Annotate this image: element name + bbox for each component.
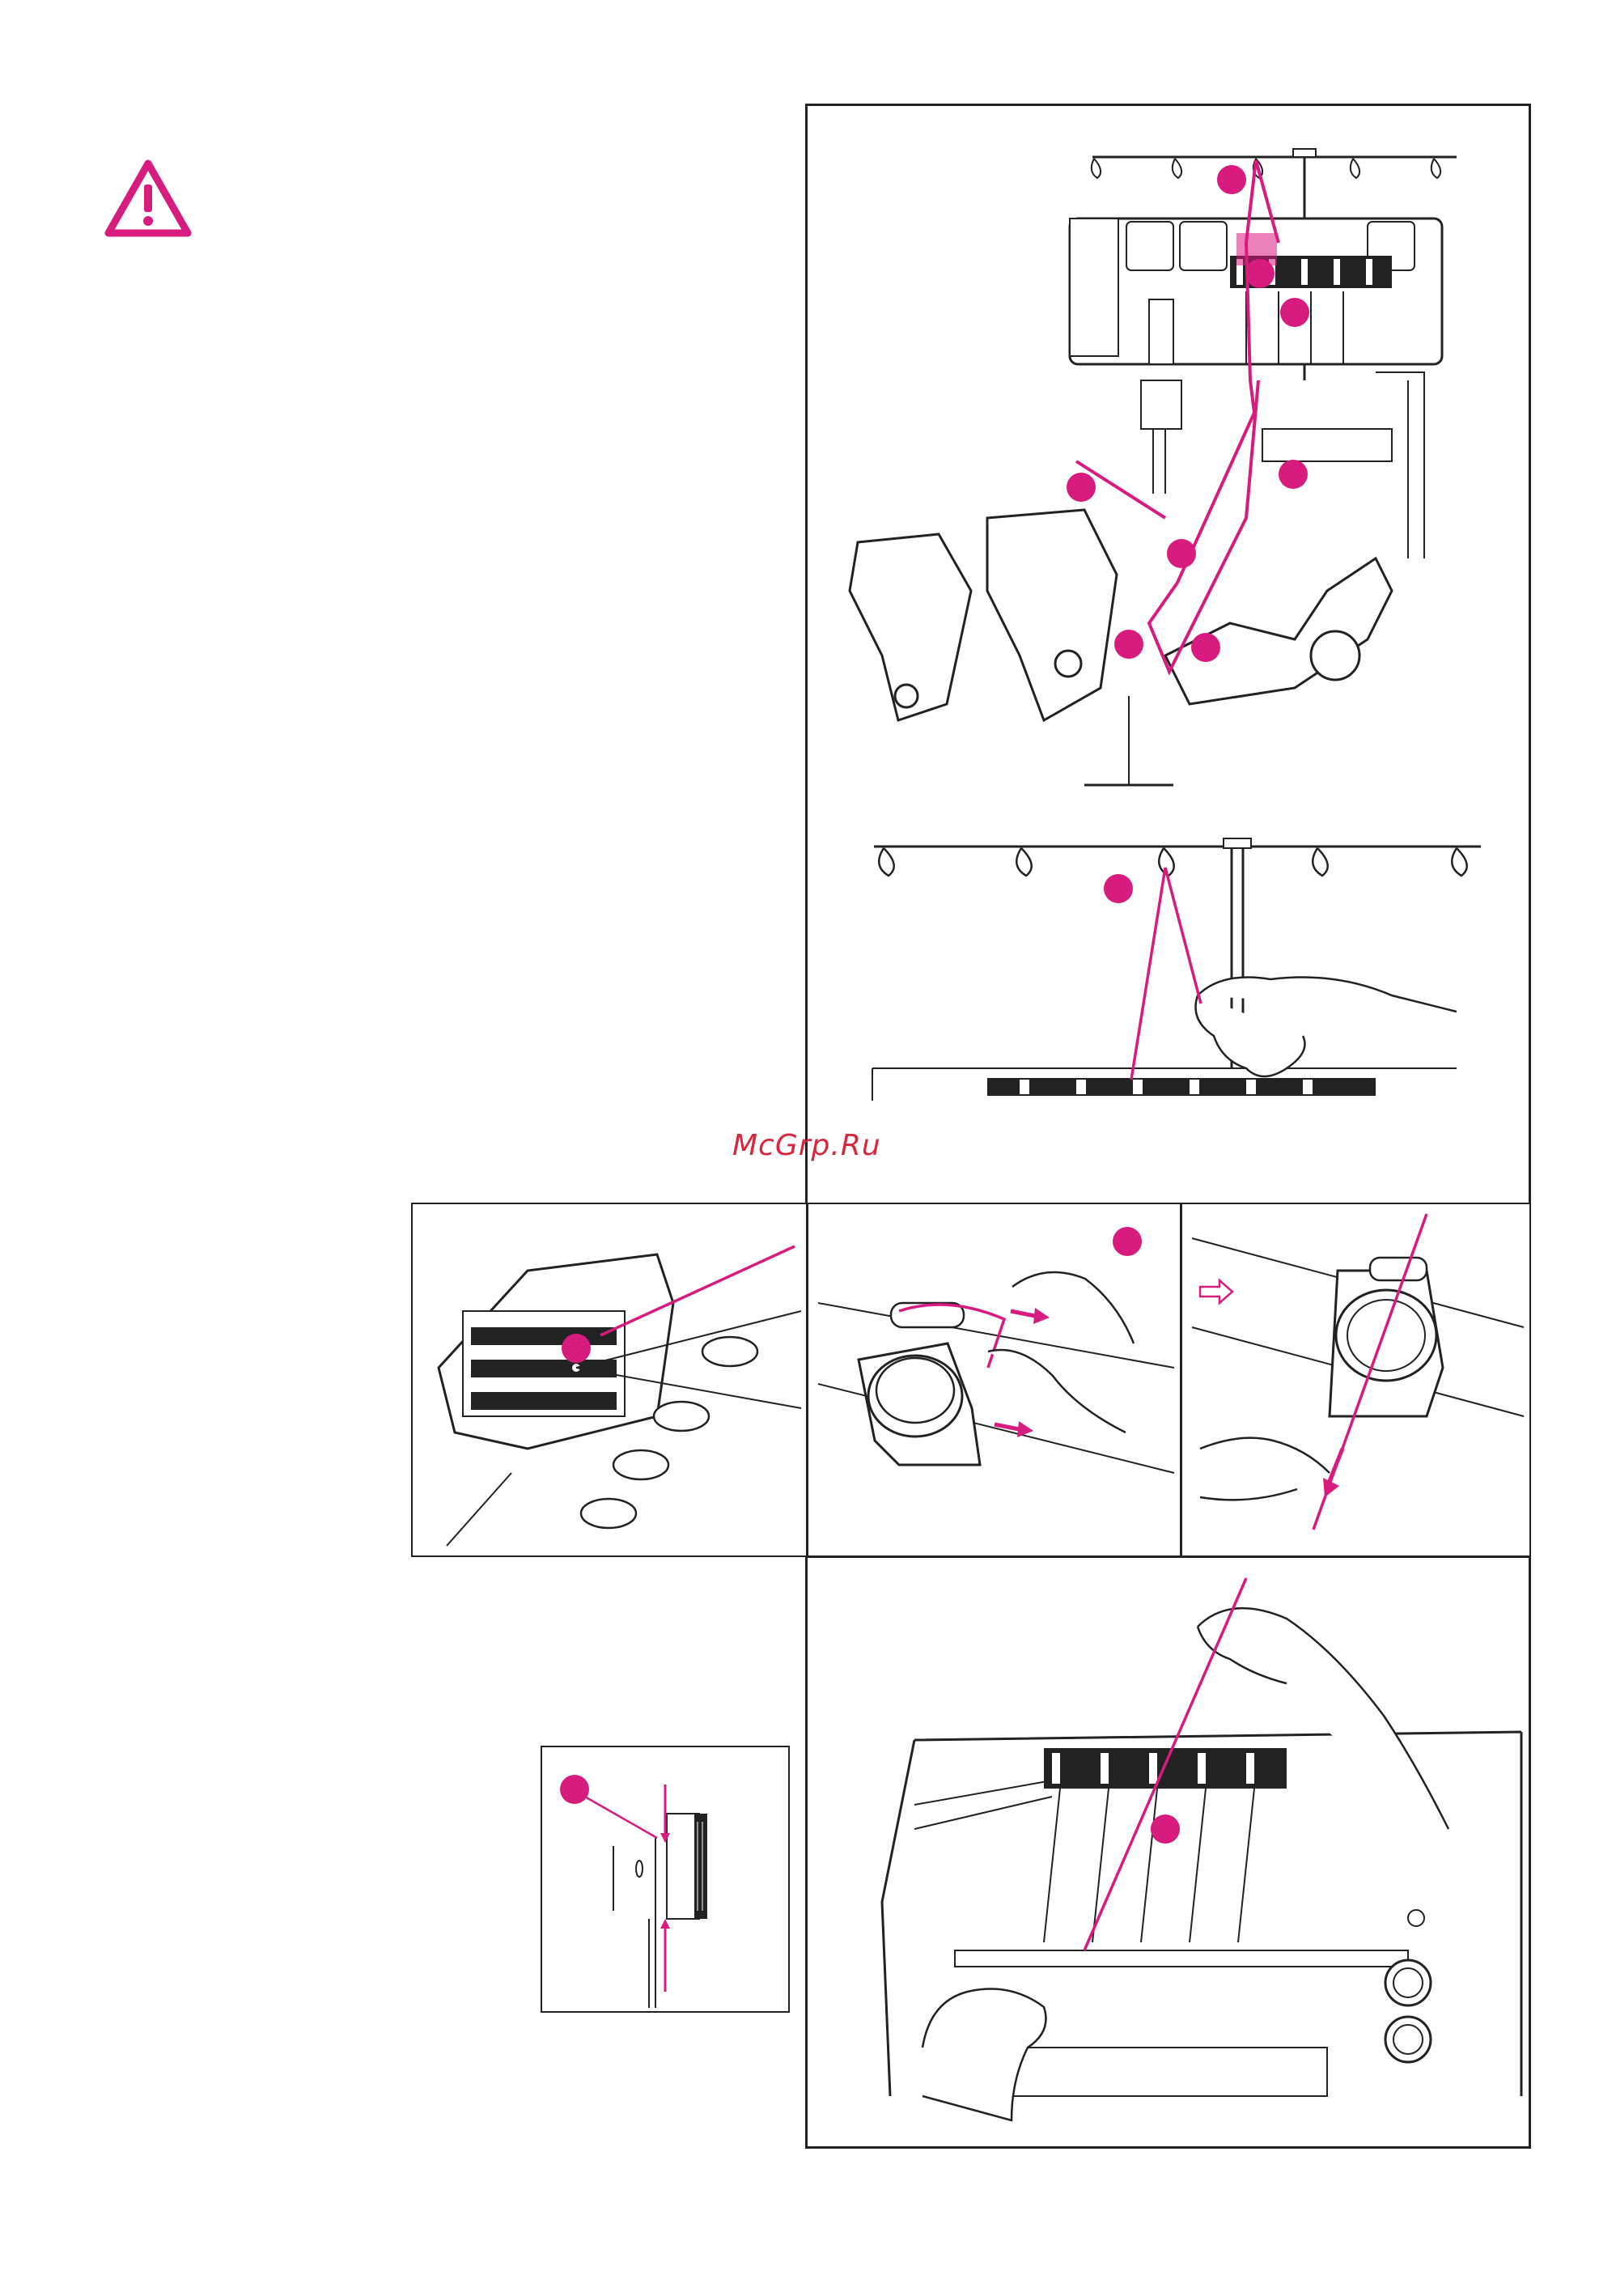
tension-disc-detail (544, 1749, 787, 2010)
tension-dial-insert-thread (810, 1206, 1178, 1554)
tension-dial-pull-down (1184, 1206, 1528, 1554)
tension-discs-seat-thread (809, 1562, 1528, 2146)
watermark-text: McGrp.Ru (732, 1129, 881, 1162)
thread-stand-guide (809, 825, 1521, 1101)
threading-path-overview (809, 138, 1521, 801)
lower-divider (807, 1555, 1531, 1558)
warning-icon (104, 159, 193, 240)
tension-guide-closeup (414, 1206, 804, 1554)
